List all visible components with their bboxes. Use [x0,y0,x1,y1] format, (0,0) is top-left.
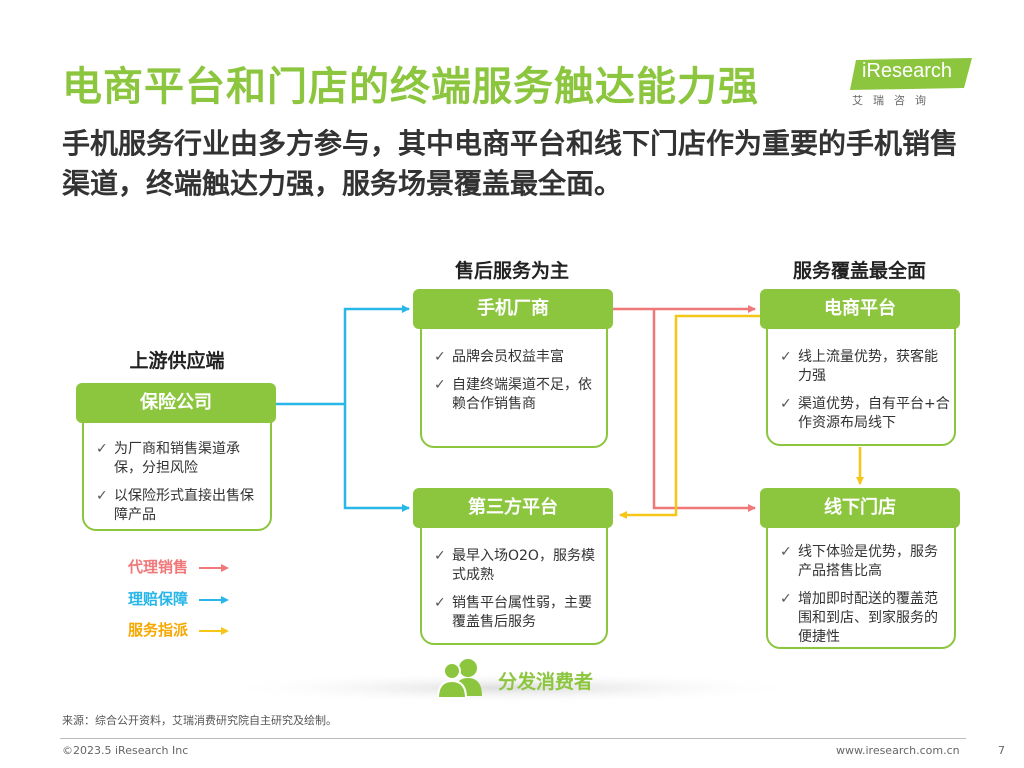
manufacturer-bullets: 品牌会员权益丰富 自建终端渠道不足，依赖合作销售商 [432,348,602,423]
consumer-shadow [212,672,812,704]
ecommerce-card-title: 电商平台 [760,289,960,329]
consumer-label: 分发消费者 [498,671,594,693]
list-item: 品牌会员权益丰富 [432,348,602,367]
page-title: 电商平台和门店的终端服务触达能力强 [62,64,759,110]
legend-item-claims: 理赔保障 [128,588,230,609]
page-subtitle: 手机服务行业由多方参与，其中电商平台和线下门店作为重要的手机销售渠道，终端触达力… [62,127,959,200]
legend-item-sales: 代理销售 [128,556,230,577]
third-party-card: 最早入场O2O，服务模式成熟 销售平台属性弱，主要覆盖售后服务 [420,511,608,645]
third-party-card-title: 第三方平台 [413,488,613,528]
logo-subtitle: 艾瑞咨询 [852,94,936,107]
copyright: ©2023.5 iResearch Inc [62,744,189,757]
logo-shape-icon [850,58,972,90]
sales-connector [612,305,756,512]
insurance-bullets: 为厂商和销售渠道承保，分担风险 以保险形式直接出售保障产品 [94,440,264,534]
list-item: 为厂商和销售渠道承保，分担风险 [94,440,264,478]
legend-label: 服务指派 [128,621,189,639]
offline-store-card: 线下体验是优势，服务产品搭售比高 增加即时配送的覆盖范围和到店、到家服务的便捷性 [766,511,956,649]
list-item: 渠道优势，自有平台+合作资源布局线下 [778,395,950,433]
legend-label: 理赔保障 [128,590,189,608]
upstream-heading: 上游供应端 [129,350,225,372]
legend-label: 代理销售 [128,558,189,576]
insurance-card: 为厂商和销售渠道承保，分担风险 以保险形式直接出售保障产品 [82,408,272,531]
iresearch-logo: iResearch 艾瑞咨询 [850,56,980,118]
arrow-right-icon [199,626,230,635]
website-url: www.iresearch.com.cn [836,744,960,757]
offline-store-bullets: 线下体验是优势，服务产品搭售比高 增加即时配送的覆盖范围和到店、到家服务的便捷性 [778,543,950,656]
coverage-heading: 服务覆盖最全面 [792,260,926,282]
ecommerce-card: 线上流量优势，获客能力强 渠道优势，自有平台+合作资源布局线下 [766,312,956,446]
list-item: 线下体验是优势，服务产品搭售比高 [778,543,950,581]
arrow-right-icon [199,595,230,604]
list-item: 线上流量优势，获客能力强 [778,348,950,386]
list-item: 以保险形式直接出售保障产品 [94,487,264,525]
arrow-right-icon [199,563,230,572]
claims-connector [274,305,410,512]
manufacturer-card-title: 手机厂商 [413,289,613,329]
ecommerce-bullets: 线上流量优势，获客能力强 渠道优势，自有平台+合作资源布局线下 [778,348,950,442]
logo-word: iResearch [862,60,953,82]
footer-divider [60,738,966,739]
third-party-bullets: 最早入场O2O，服务模式成熟 销售平台属性弱，主要覆盖售后服务 [432,547,602,641]
manufacturer-card: 品牌会员权益丰富 自建终端渠道不足，依赖合作销售商 [420,312,608,448]
users-icon [436,659,482,699]
insurance-card-title: 保险公司 [76,383,276,423]
offline-store-card-title: 线下门店 [760,488,960,528]
list-item: 增加即时配送的覆盖范围和到店、到家服务的便捷性 [778,590,950,647]
page-number: 7 [998,744,1005,757]
list-item: 自建终端渠道不足，依赖合作销售商 [432,376,602,414]
after-sales-heading: 售后服务为主 [454,260,569,282]
list-item: 最早入场O2O，服务模式成熟 [432,547,602,585]
source-note: 来源：综合公开资料，艾瑞消费研究院自主研究及绘制。 [62,714,337,727]
legend-item-dispatch: 服务指派 [128,619,230,640]
list-item: 销售平台属性弱，主要覆盖售后服务 [432,594,602,632]
